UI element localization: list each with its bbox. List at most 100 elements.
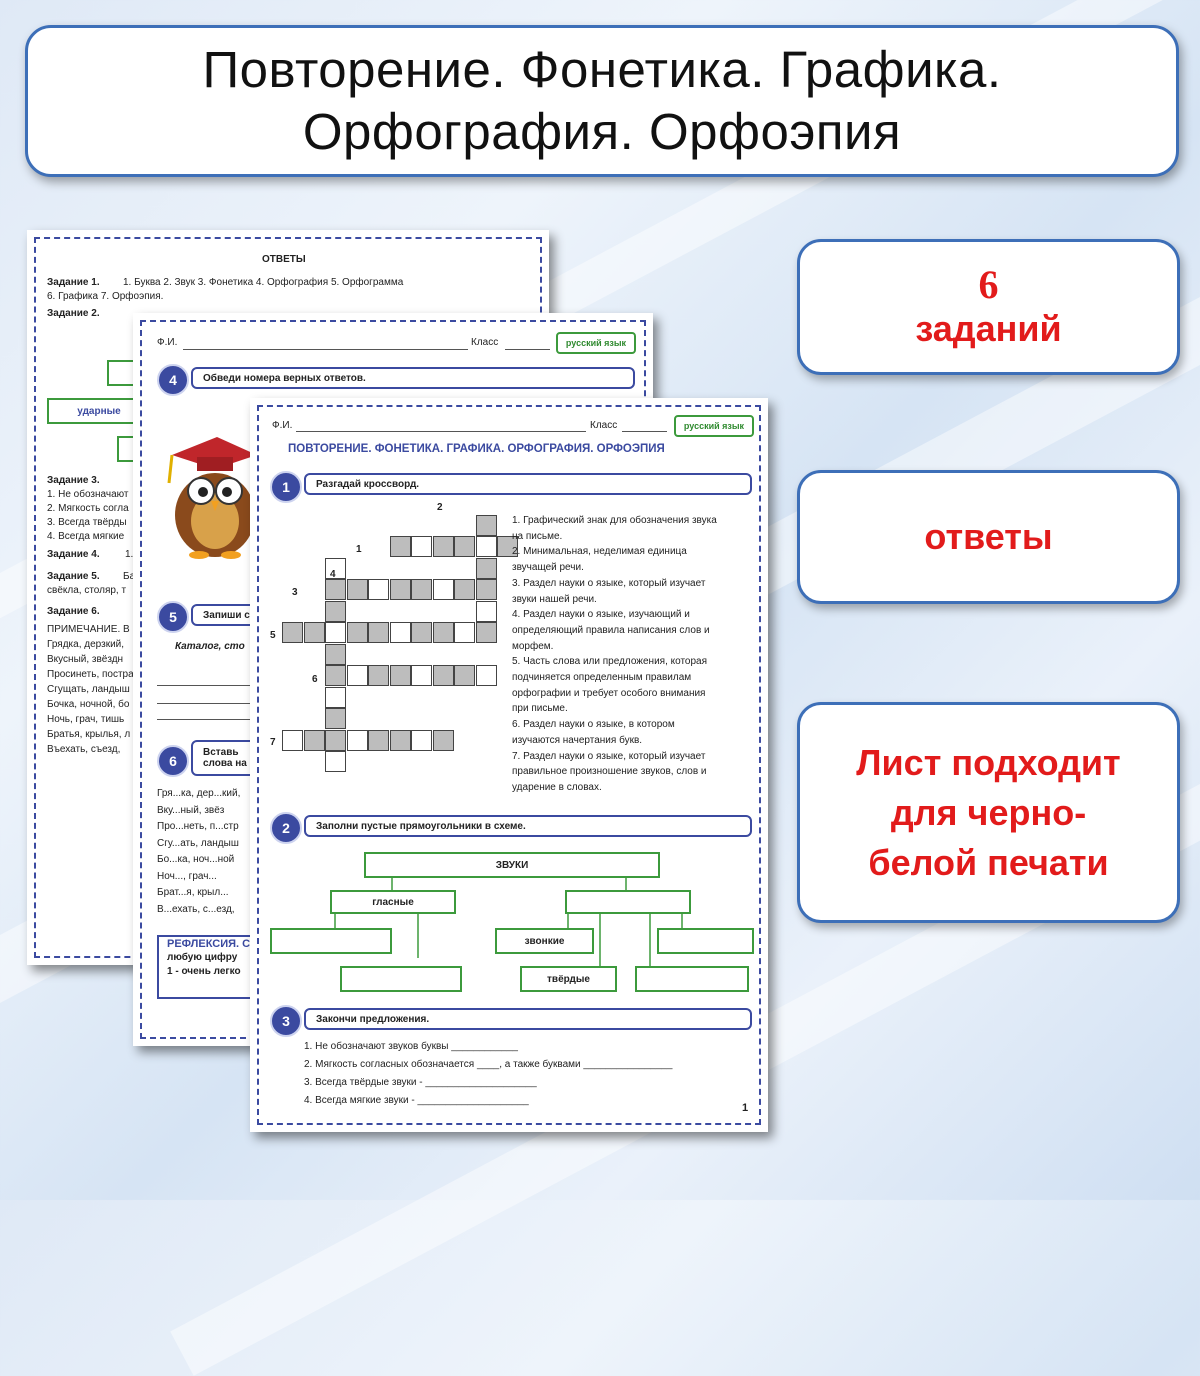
crossword-cell[interactable] [454, 665, 475, 686]
scheme-empty-box [270, 928, 392, 954]
crossword-cell[interactable] [475, 514, 497, 536]
crossword-cell[interactable] [454, 579, 475, 600]
crossword-cell[interactable] [325, 708, 346, 729]
crossword-number: 6 [312, 674, 318, 685]
crossword-clue: ударение в словах. [512, 781, 602, 793]
reflection-line2: любую цифру [167, 952, 238, 963]
reflection-line3: 1 - очень легко [167, 966, 241, 977]
task-number: 2 [270, 812, 302, 844]
task6-line: Гря...ка, дер...кий, [157, 788, 241, 799]
crossword-cell[interactable] [389, 536, 411, 557]
title-banner: Повторение. Фонетика. Графика. Орфографи… [25, 25, 1179, 177]
crossword-clue: правильное произношение звуков, слов и [512, 766, 707, 778]
task6-line: Про...неть, п...стр [157, 821, 239, 832]
crossword-cell[interactable] [475, 600, 497, 622]
answer-task6-line: Просинеть, постра [47, 669, 134, 680]
crossword-cell[interactable] [325, 579, 346, 600]
crossword-clue: звуки нашей речи. [512, 593, 597, 605]
answers-label: ответы [924, 516, 1053, 557]
print-line-2: для черно- [890, 791, 1087, 833]
crossword-cell[interactable] [389, 729, 411, 751]
crossword-number: 7 [270, 737, 276, 748]
page-number: 1 [742, 1102, 749, 1114]
answer-task6-line: Бочка, ночной, бо [47, 699, 130, 710]
subject-tag: русский язык [556, 332, 636, 354]
crossword-cell[interactable] [475, 665, 497, 686]
crossword-cell[interactable] [389, 622, 411, 643]
task-number: 6 [157, 745, 189, 777]
crossword-cell[interactable] [411, 665, 432, 686]
crossword-cell[interactable] [368, 622, 389, 643]
scheme-voiced-label: звонкие [524, 935, 565, 947]
crossword-cell[interactable] [346, 579, 368, 600]
crossword-cell[interactable] [325, 600, 346, 622]
crossword-clue: 1. Графический знак для обозначения звук… [512, 515, 717, 526]
crossword-cell[interactable] [497, 536, 518, 557]
scheme-vowels-label: гласные [372, 896, 414, 908]
crossword-cell[interactable] [411, 579, 432, 600]
crossword-cell[interactable] [325, 729, 346, 751]
crossword-clue: изучаются начертания букв. [512, 734, 643, 746]
crossword-cell[interactable] [475, 579, 497, 600]
answer-task2-label: Задание 2. [47, 308, 100, 319]
print-badge: Лист подходит для черно- белой печати [797, 702, 1180, 923]
crossword-cell[interactable] [389, 665, 411, 686]
answer-task4-label: Задание 4. [47, 549, 100, 560]
crossword-cell[interactable] [475, 536, 497, 557]
crossword-cell[interactable] [432, 622, 454, 643]
crossword-cell[interactable] [368, 579, 389, 600]
crossword-cell[interactable] [346, 665, 368, 686]
answer-task3-line: 2. Мягкость согла [47, 503, 129, 514]
crossword-number: 5 [270, 630, 276, 641]
task3-line: 1. Не обозначают звуков буквы __________… [304, 1041, 518, 1052]
answer-task6-line: Сгущать, ландыш [47, 684, 130, 695]
crossword-cell[interactable] [432, 579, 454, 600]
crossword-clue: 6. Раздел науки о языке, в котором [512, 719, 675, 731]
crossword-cell[interactable] [432, 536, 454, 557]
crossword-clue: морфем. [512, 640, 554, 652]
crossword-cell[interactable] [325, 622, 346, 643]
subject-tag: русский язык [674, 415, 754, 437]
crossword-cell[interactable] [389, 579, 411, 600]
fio-label: Ф.И. [272, 420, 293, 431]
crossword-cell[interactable] [368, 665, 389, 686]
crossword-cell[interactable] [325, 665, 346, 686]
crossword-cell[interactable] [282, 729, 303, 751]
answers-badge: ответы [797, 470, 1180, 604]
crossword-cell[interactable] [325, 557, 346, 579]
crossword-cell[interactable] [454, 622, 475, 643]
fio-line [296, 431, 586, 432]
answer-task3-label: Задание 3. [47, 475, 100, 486]
tasks-count-number: 6 [978, 262, 999, 307]
task3-line: 2. Мягкость согласных обозначается ____,… [304, 1059, 673, 1070]
crossword-cell[interactable] [346, 729, 368, 751]
crossword-clue: подчиняется определенным правилам [512, 672, 692, 683]
task6-line: Брат...я, крыл... [157, 887, 229, 898]
crossword-cell[interactable] [325, 751, 346, 772]
crossword-cell[interactable] [325, 686, 346, 708]
crossword-cell[interactable] [432, 665, 454, 686]
crossword-cell[interactable] [303, 729, 325, 751]
crossword-cell[interactable] [475, 557, 497, 579]
crossword-cell[interactable] [282, 622, 303, 643]
crossword-cell[interactable] [303, 622, 325, 643]
crossword-cell[interactable] [454, 536, 475, 557]
crossword-clue: определяющий правила написания слов и [512, 624, 710, 636]
crossword-clue: 3. Раздел науки о языке, который изучает [512, 577, 706, 589]
crossword-cell[interactable] [411, 729, 432, 751]
answer-task6-line: Грядка, дерзкий, [47, 639, 125, 650]
crossword-clue: 4. Раздел науки о языке, изучающий и [512, 609, 690, 621]
crossword-cell[interactable] [346, 622, 368, 643]
task3-line: 3. Всегда твёрдые звуки - ______________… [304, 1077, 537, 1088]
crossword-cell[interactable] [475, 622, 497, 643]
crossword-clue: орфографии и требует особого внимания [512, 687, 706, 699]
task2-title: Заполни пустые прямоугольники в схеме. [304, 815, 752, 837]
worksheet-page-1: Ф.И. Класс русский язык ПОВТОРЕНИЕ. ФОНЕ… [250, 398, 768, 1132]
answer-task5-text: Ба [123, 571, 136, 582]
scheme-root-label: ЗВУКИ [495, 859, 529, 871]
crossword-cell[interactable] [411, 536, 432, 557]
crossword-cell[interactable] [411, 622, 432, 643]
crossword-cell[interactable] [325, 643, 346, 665]
crossword-cell[interactable] [368, 729, 389, 751]
crossword-cell[interactable] [432, 729, 454, 751]
